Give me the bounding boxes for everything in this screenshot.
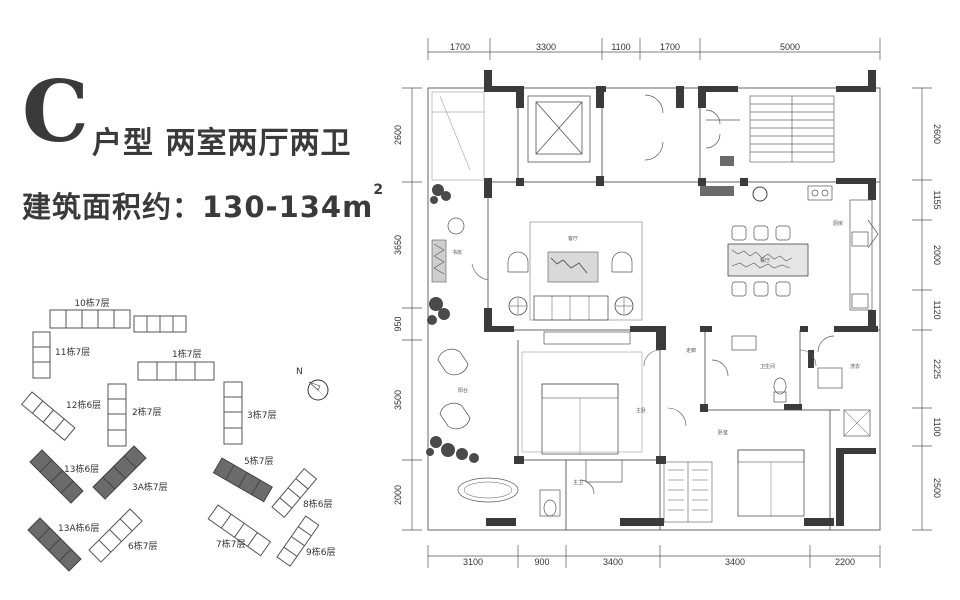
site-label-13a: 13A栋6层 <box>58 522 99 534</box>
north-compass-icon: N <box>296 367 329 401</box>
dim-right-7: 2500 <box>932 478 942 498</box>
dim-right-6: 1100 <box>932 417 942 436</box>
site-building-5: 5栋7层 <box>212 455 273 503</box>
dim-left-5: 2000 <box>393 485 403 505</box>
site-building-11: 11栋7层 <box>32 331 90 379</box>
dim-top-5: 5000 <box>780 42 800 52</box>
wardrobe <box>663 461 713 523</box>
dim-right-3: 2000 <box>932 245 942 265</box>
dimension-lines <box>402 38 932 568</box>
dim-left-2: 3650 <box>393 235 403 255</box>
laundry-area: 洗衣 <box>817 335 860 389</box>
site-building-13a: 13A栋6层 <box>27 517 99 572</box>
site-building-1: 1栋7层 <box>137 348 215 381</box>
balcony-left: 阳台 <box>431 217 519 503</box>
dim-bottom-4: 3400 <box>725 557 745 567</box>
building-area: 建筑面积约：130-134m2 <box>22 182 385 226</box>
site-label-9: 9栋6层 <box>306 546 335 558</box>
entry-doors <box>644 94 740 161</box>
dim-right-2: 1155 <box>932 190 942 209</box>
site-label-11: 11栋7层 <box>55 346 90 358</box>
plant-decorations <box>426 156 768 463</box>
building-area-text: 建筑面积约：130-134m <box>22 190 374 224</box>
room-label-kitchen: 厨房 <box>833 220 843 227</box>
dim-left-1: 2600 <box>393 125 403 145</box>
room-label-corridor: 走廊 <box>686 347 696 354</box>
site-label-7: 7栋7层 <box>216 538 245 550</box>
dim-top-2: 3300 <box>536 42 556 52</box>
living-room: 客厅 <box>507 221 643 321</box>
site-building-2: 2栋7层 <box>107 383 161 447</box>
dim-right-5: 2225 <box>932 359 942 379</box>
site-label-5: 5栋7层 <box>244 455 273 467</box>
dim-left-4: 3500 <box>393 390 403 410</box>
dim-left-3: 950 <box>393 316 403 331</box>
dim-top-3: 1100 <box>611 42 630 52</box>
site-label-2: 2栋7层 <box>132 406 161 418</box>
balcony-top <box>431 91 485 181</box>
dimension-labels: 1700 3300 1100 1700 5000 3100 900 3400 3… <box>393 42 942 567</box>
site-label-3a: 3A栋7层 <box>132 481 168 493</box>
site-building-10: 10栋7层 <box>49 297 187 333</box>
staircase <box>749 95 835 163</box>
north-label: N <box>296 367 303 377</box>
unit-type-title: 户型 两室两厅两卫 <box>92 126 352 161</box>
room-label-bedroom: 卧室 <box>718 429 728 436</box>
master-bedroom: 主卧 <box>521 331 646 455</box>
room-label-master-bath: 主卫 <box>573 479 583 486</box>
site-label-1: 1栋7层 <box>172 348 201 360</box>
site-label-12: 12栋6层 <box>66 399 101 411</box>
dim-bottom-3: 3400 <box>603 557 623 567</box>
elevator-shaft <box>527 95 591 163</box>
floor-plan: 客厅 餐厅 厨房 <box>426 70 881 531</box>
dim-bottom-5: 2200 <box>835 557 855 567</box>
site-building-13: 13栋6层 <box>29 449 99 504</box>
room-label-master-bedroom: 主卧 <box>636 407 646 414</box>
site-building-7: 7栋7层 <box>207 504 272 557</box>
site-label-3: 3栋7层 <box>247 409 276 421</box>
room-label-dining: 餐厅 <box>760 257 770 264</box>
area-superscript: 2 <box>373 182 385 198</box>
master-bath: 主卫 <box>539 459 623 517</box>
site-label-13: 13栋6层 <box>64 463 99 475</box>
dim-bottom-1: 3100 <box>463 557 483 567</box>
dim-right-4: 1120 <box>932 300 942 319</box>
site-building-12: 12栋6层 <box>21 391 101 441</box>
room-label-bath: 卫生间 <box>760 363 775 370</box>
common-bath: 卫生间 <box>711 335 787 403</box>
site-label-6: 6栋7层 <box>128 540 157 552</box>
site-building-3: 3栋7层 <box>223 381 276 445</box>
room-label-study: 书房 <box>452 249 462 256</box>
site-building-8: 8栋6层 <box>271 467 332 518</box>
site-building-3a: 3A栋7层 <box>92 445 168 500</box>
room-label-laundry: 洗衣 <box>850 363 860 370</box>
room-label-living: 客厅 <box>568 235 578 242</box>
site-label-10: 10栋7层 <box>74 297 109 309</box>
dim-top-1: 1700 <box>450 42 470 52</box>
dim-bottom-2: 900 <box>534 557 549 567</box>
dining-area: 餐厅 <box>727 225 809 297</box>
site-label-8: 8栋6层 <box>303 498 332 510</box>
site-building-6: 6栋7层 <box>88 508 157 563</box>
kitchen: 厨房 <box>807 185 879 311</box>
interior-doors <box>471 263 817 427</box>
site-building-9: 9栋6层 <box>276 515 335 567</box>
room-label-balcony: 阳台 <box>458 387 468 394</box>
unit-letter: C <box>22 62 89 161</box>
dim-top-4: 1700 <box>660 42 680 52</box>
second-bedroom: 卧室 <box>718 409 871 517</box>
site-plan: 10栋7层 11栋7层 1栋7层 12栋6层 2栋7层 <box>21 297 335 572</box>
dim-right-1: 2600 <box>932 124 942 144</box>
